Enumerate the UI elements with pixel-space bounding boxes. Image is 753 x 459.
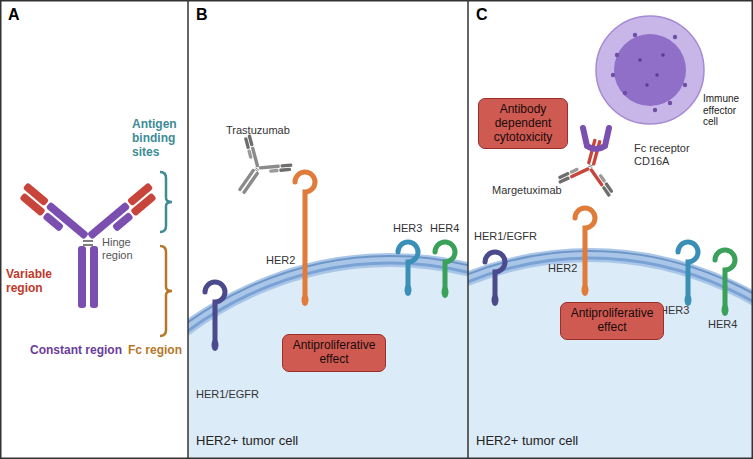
trastuzumab-antibody [216, 132, 296, 210]
part-label: Antigen binding sites [132, 118, 184, 159]
receptor [398, 242, 418, 290]
immune-cell: Immune effector cell [595, 15, 705, 125]
part-label: HER2+ tumor cell [196, 434, 298, 449]
effect-box: Antibody dependent cytotoxicity [478, 98, 568, 149]
tumor-cell [468, 251, 753, 459]
panel-letter: C [476, 6, 488, 24]
effect-box: Antiproliferative effect [282, 334, 386, 372]
part-label: Variable region [6, 268, 66, 296]
part-label: Trastuzumab [226, 124, 290, 137]
part-label: Fc region [128, 344, 182, 358]
panel-letter: A [8, 6, 20, 24]
receptor-tail [405, 284, 412, 296]
part-label: HER1/EGFR [474, 230, 537, 243]
part-label: HER2 [548, 262, 577, 275]
part-label: HER4 [708, 318, 737, 331]
receptor-tail [582, 284, 589, 296]
effect-text: Antiproliferative effect [290, 339, 378, 367]
receptor [678, 242, 698, 300]
effect-text: Antiproliferative effect [568, 307, 656, 335]
fc-bracket [160, 246, 172, 336]
receptor-tail [492, 294, 499, 306]
receptor-tail [212, 339, 219, 351]
panel-divider [467, 0, 469, 459]
part-label: Fc receptor CD16A [634, 142, 698, 167]
fc-receptor [583, 128, 609, 149]
panel-divider [187, 0, 189, 459]
receptor [485, 252, 505, 300]
panel-letter: B [196, 6, 208, 24]
part-label: HER3 [393, 222, 422, 235]
part-label: HER4 [430, 222, 459, 235]
antigen-bracket [160, 172, 172, 232]
tumor-cell [188, 256, 468, 459]
effect-box: Antiproliferative effect [560, 302, 664, 340]
receptor-tail [442, 286, 449, 298]
part-label: HER2+ tumor cell [476, 434, 578, 449]
receptor-tail [302, 294, 309, 306]
effect-text: Antibody dependent cytotoxicity [486, 103, 560, 144]
receptor [435, 242, 455, 292]
receptor [295, 172, 315, 300]
part-label: HER2 [266, 254, 295, 267]
part-label: Margetuximab [492, 184, 562, 197]
part-label: Constant region [30, 344, 122, 358]
receptor-tail [722, 304, 729, 316]
receptor [575, 208, 595, 290]
part-label: Hinge region [102, 236, 148, 261]
part-label: HER3 [660, 304, 689, 317]
cell-label: Immune effector cell [703, 93, 749, 128]
receptor [715, 250, 735, 310]
receptor [205, 282, 225, 345]
cell-shape [595, 15, 705, 125]
part-label: HER1/EGFR [196, 388, 259, 401]
